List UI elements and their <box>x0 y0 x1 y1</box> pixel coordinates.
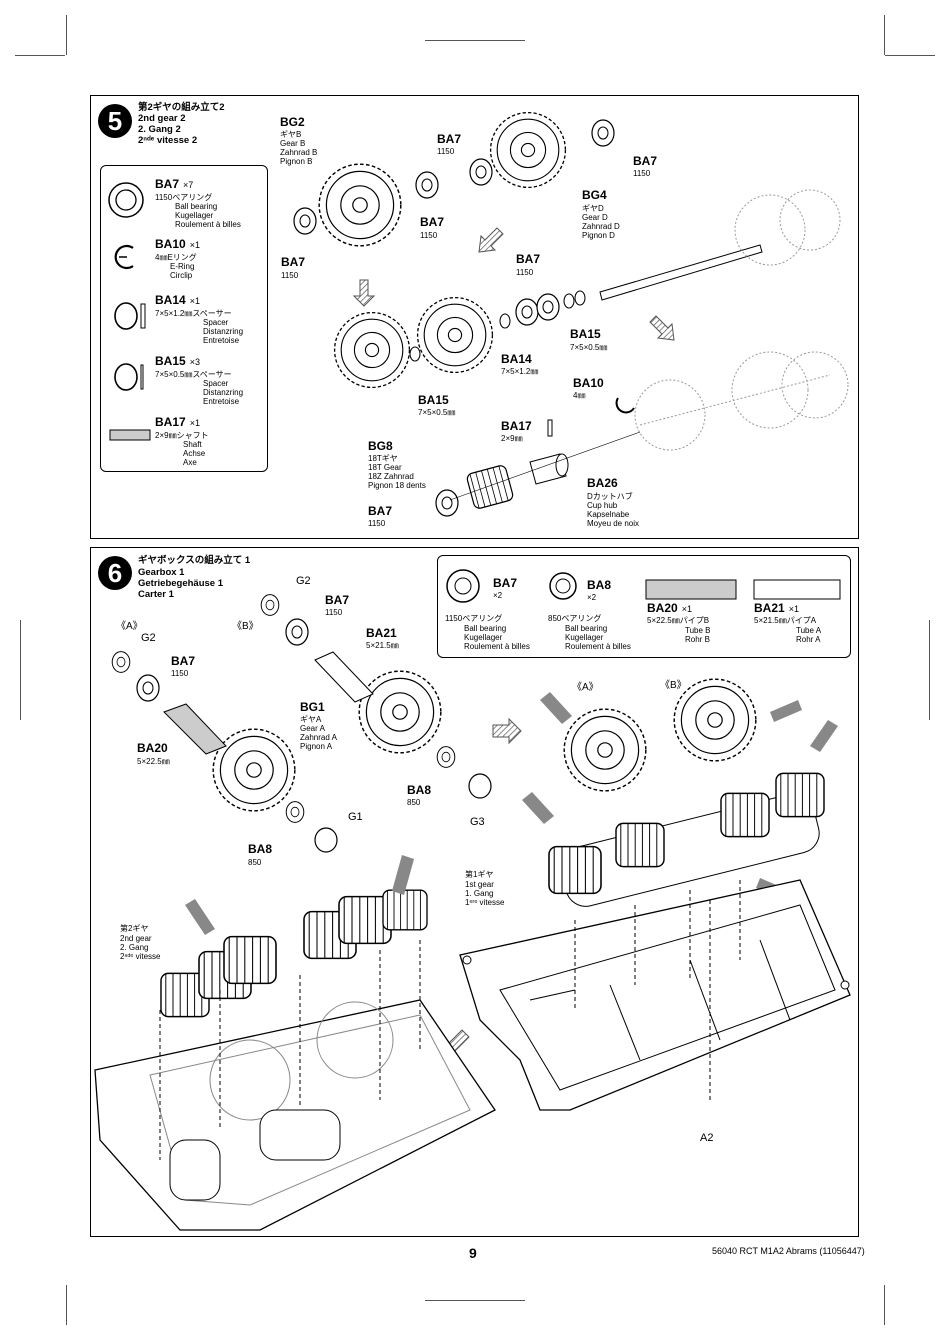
crop-mark <box>15 55 65 56</box>
subassembly-b-label: 《B》 <box>660 680 687 691</box>
a2-label: A2 <box>700 1132 714 1144</box>
shaft-icon <box>109 429 151 441</box>
assembled-shaft-ghost <box>634 189 849 451</box>
tube-drawing <box>163 703 227 755</box>
bearing-icon <box>549 572 577 600</box>
bearing-drawing <box>136 674 160 702</box>
crop-mark <box>929 620 930 720</box>
gearbox-case-drawing <box>459 879 851 1111</box>
bearing-drawing <box>260 594 280 616</box>
tube-b-icon <box>645 579 737 600</box>
step5-title-en: 2nd gear 2 <box>138 113 186 124</box>
bearing-drawing <box>293 207 317 235</box>
tube-drawing <box>314 651 374 703</box>
crop-mark <box>885 55 935 56</box>
step5-panel <box>90 95 859 539</box>
gear-drawing <box>382 889 428 931</box>
tube-a-icon <box>753 579 841 600</box>
spacer-icon <box>114 363 144 391</box>
g1-label: G1 <box>348 811 363 823</box>
bearing-drawing <box>111 651 131 673</box>
bearing-drawing <box>536 293 560 321</box>
shaft-pin-drawing <box>547 419 553 437</box>
crop-mark <box>20 620 21 720</box>
step6-title-de: Getriebegehäuse 1 <box>138 578 224 589</box>
step6-panel <box>90 547 859 1237</box>
gear-d-drawing <box>489 111 567 189</box>
g2-label: G2 <box>141 632 156 644</box>
step5-parts-box <box>100 165 268 472</box>
bearing-drawing <box>435 489 459 517</box>
gear-a-drawing <box>563 708 647 792</box>
step6-title-fr: Carter 1 <box>138 589 174 600</box>
arrow-icon <box>649 315 675 341</box>
arrow-icon <box>352 279 376 307</box>
crop-mark <box>425 1300 525 1301</box>
subassembly-b-label: 《B》 <box>232 621 259 632</box>
spacer-drawing <box>409 346 421 362</box>
crop-mark <box>66 15 67 55</box>
g3-label: G3 <box>470 816 485 828</box>
gear-18t-drawing <box>465 463 515 511</box>
step6-title-en: Gearbox 1 <box>138 567 185 578</box>
first-gear-drawing <box>548 845 602 895</box>
step6-number: 6 <box>98 556 132 590</box>
gear-drawing <box>615 822 665 868</box>
bearing-drawing <box>591 119 615 147</box>
spacer-drawing <box>499 313 511 329</box>
gear-drawing <box>720 792 770 838</box>
arrow-icon <box>492 717 522 745</box>
bearing-drawing <box>469 158 493 186</box>
cup-hub-drawing <box>529 453 569 485</box>
crop-mark <box>425 40 525 41</box>
step5-title-ja: 第2ギヤの組み立て2 <box>138 102 225 113</box>
gear-drawing <box>223 935 277 985</box>
spacer-drawing <box>563 290 586 309</box>
bearing-icon <box>108 182 144 218</box>
crop-mark <box>884 15 885 55</box>
bearing-drawing <box>285 618 309 646</box>
gear-a-drawing <box>358 670 442 754</box>
page-number: 9 <box>469 1245 477 1261</box>
gearbox-case-drawing <box>94 940 496 1231</box>
step5-title-de: 2. Gang 2 <box>138 124 181 135</box>
step6-title-ja: ギヤボックスの組み立て 1 <box>138 555 251 566</box>
gear-d-drawing <box>416 296 494 374</box>
bearing-drawing <box>415 171 439 199</box>
subassembly-a-label: 《A》 <box>116 621 143 632</box>
cap-drawing <box>468 773 492 799</box>
arrow-icon <box>478 227 504 253</box>
gear-b-drawing <box>673 678 757 762</box>
spacer-icon <box>114 302 146 330</box>
subassembly-a-label: 《A》 <box>572 682 599 693</box>
press-arrow-icon <box>185 855 414 935</box>
step5-title-fr: 2ⁿᵈᵉ vitesse 2 <box>138 135 198 146</box>
gear-b-drawing <box>318 163 402 247</box>
gear-drawing <box>775 772 825 818</box>
step6-parts-box <box>437 555 851 658</box>
e-ring-drawing <box>615 397 635 414</box>
gear-b-drawing <box>333 311 411 389</box>
step5-number: 5 <box>98 104 132 138</box>
axis-line <box>449 431 641 501</box>
gear-a-drawing <box>212 728 296 812</box>
crop-mark <box>66 1285 67 1325</box>
bearing-drawing <box>285 801 305 823</box>
e-ring-icon <box>114 244 134 270</box>
cap-drawing <box>314 827 338 853</box>
bearing-drawing <box>436 746 456 768</box>
product-code: 56040 RCT M1A2 Abrams (11056447) <box>712 1246 865 1256</box>
crop-mark <box>884 1285 885 1325</box>
shaft-drawing <box>599 244 763 301</box>
bearing-drawing <box>515 298 539 326</box>
bearing-icon <box>446 569 480 603</box>
g2-label: G2 <box>296 575 311 587</box>
